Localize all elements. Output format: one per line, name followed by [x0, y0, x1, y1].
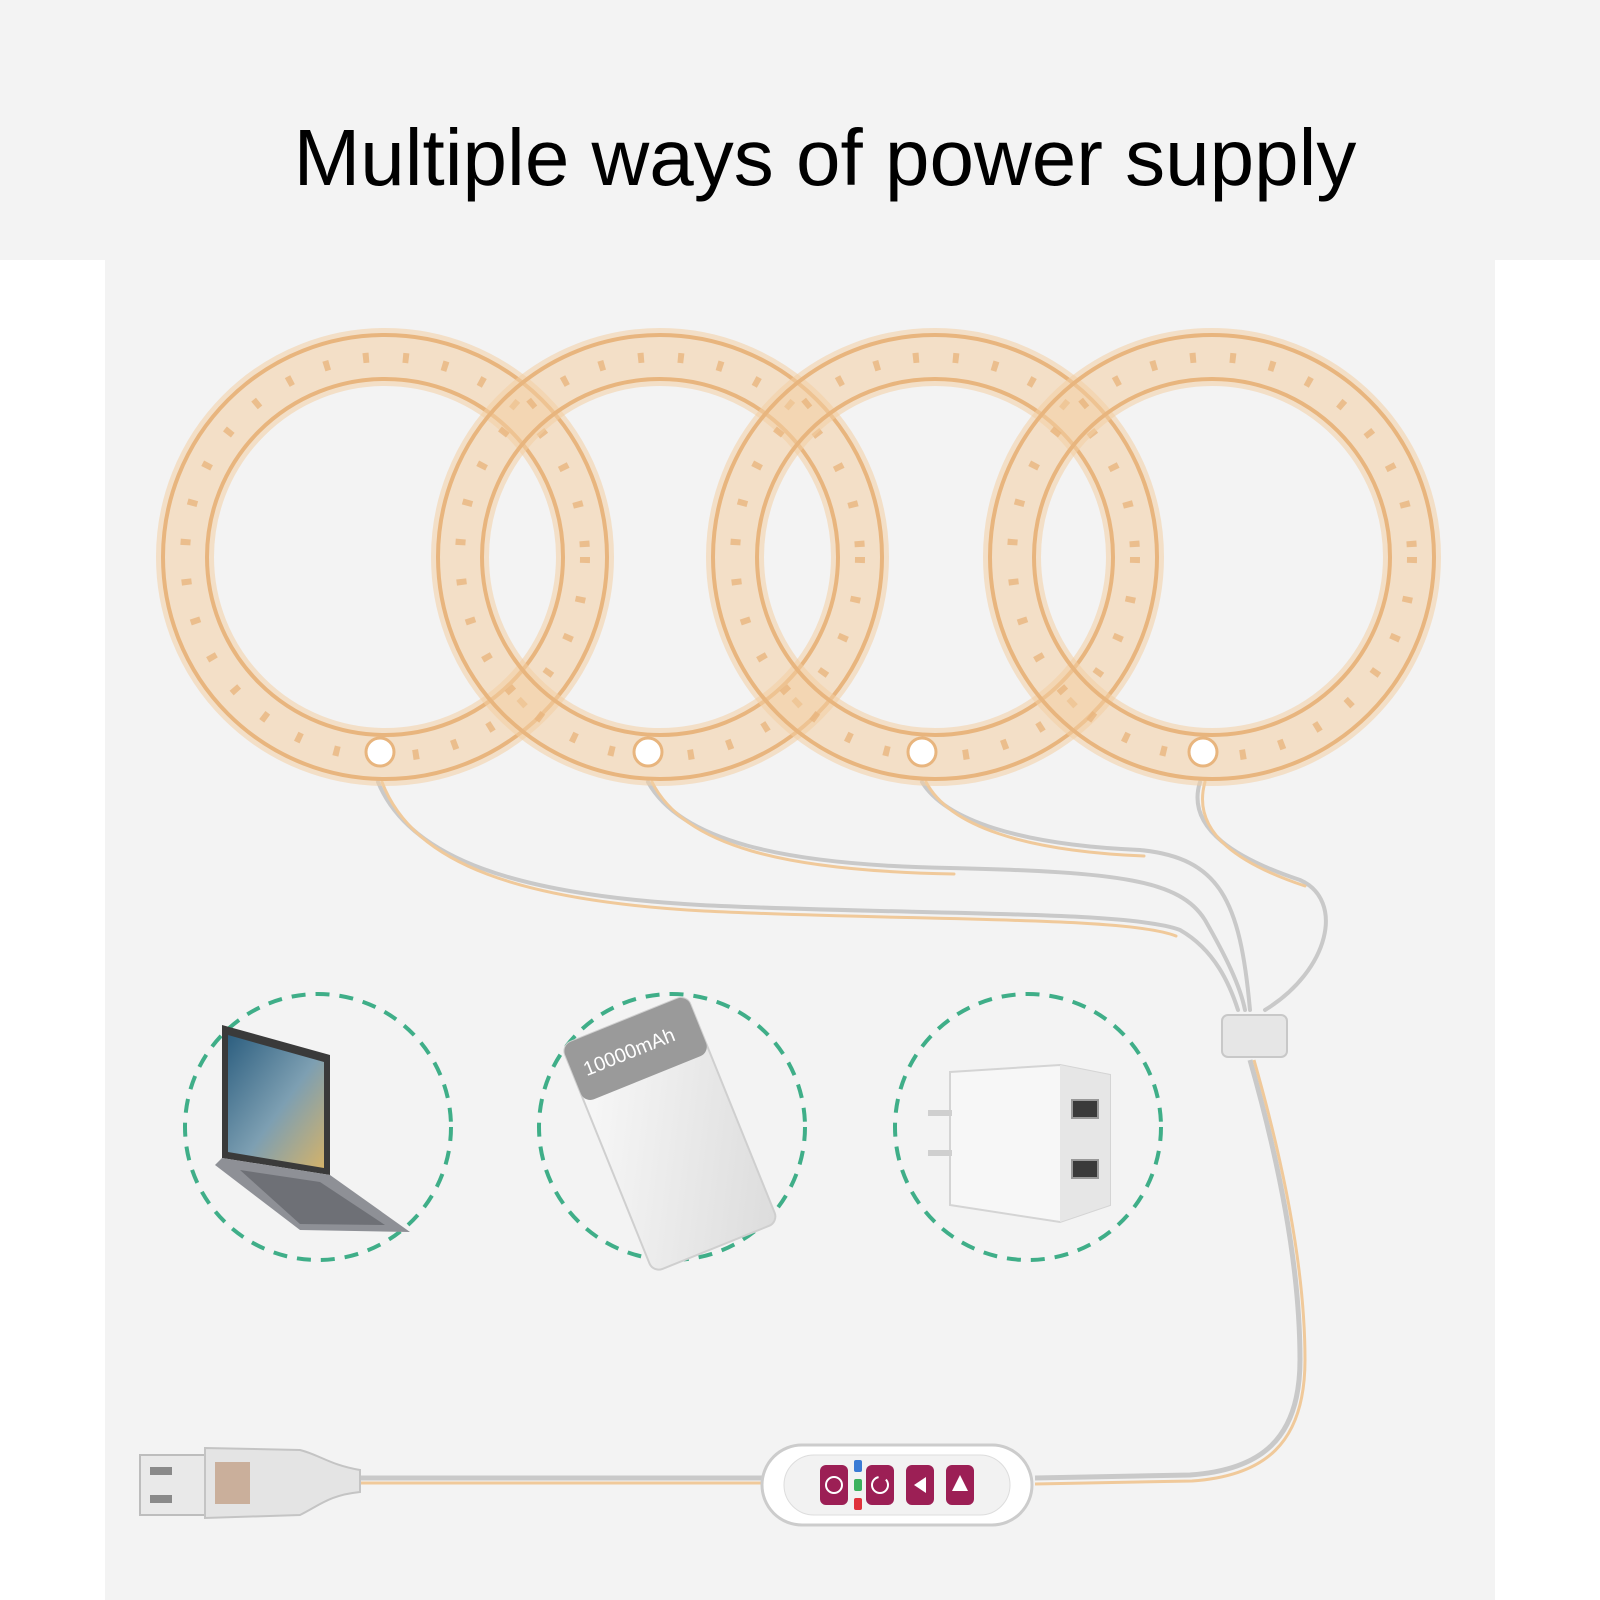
mode-led-green — [854, 1479, 862, 1491]
header-band — [0, 0, 1600, 260]
power-icon — [825, 1476, 843, 1494]
timer-button[interactable] — [866, 1465, 894, 1505]
timer-cycle-icon — [871, 1476, 889, 1494]
ring-light-3 — [706, 328, 1164, 786]
usb-a-plug — [139, 1446, 361, 1520]
power-button[interactable] — [820, 1465, 848, 1505]
page-title: Multiple ways of power supply — [293, 113, 1357, 202]
brightness-down-icon — [914, 1477, 926, 1493]
ring-cables — [376, 780, 1328, 1012]
laptop-option — [183, 992, 453, 1262]
ring-light-4 — [983, 328, 1441, 786]
ring-light-2 — [431, 328, 889, 786]
brightness-up-icon — [952, 1475, 968, 1491]
power-bank-icon: 10000mAh — [563, 996, 777, 1271]
cable-splitter — [1221, 1014, 1288, 1058]
mode-led-red — [854, 1498, 862, 1510]
usb-wall-charger-icon — [928, 1063, 1111, 1224]
product-panel — [105, 260, 1495, 1600]
laptop-icon — [215, 1025, 410, 1232]
main-cable — [360, 1059, 1307, 1486]
power-bank-option: 10000mAh — [537, 992, 807, 1271]
inline-controller — [760, 1443, 1034, 1527]
ring-light-1 — [156, 328, 614, 786]
wall-adapter-option — [893, 992, 1163, 1262]
mode-led-blue — [854, 1460, 862, 1472]
